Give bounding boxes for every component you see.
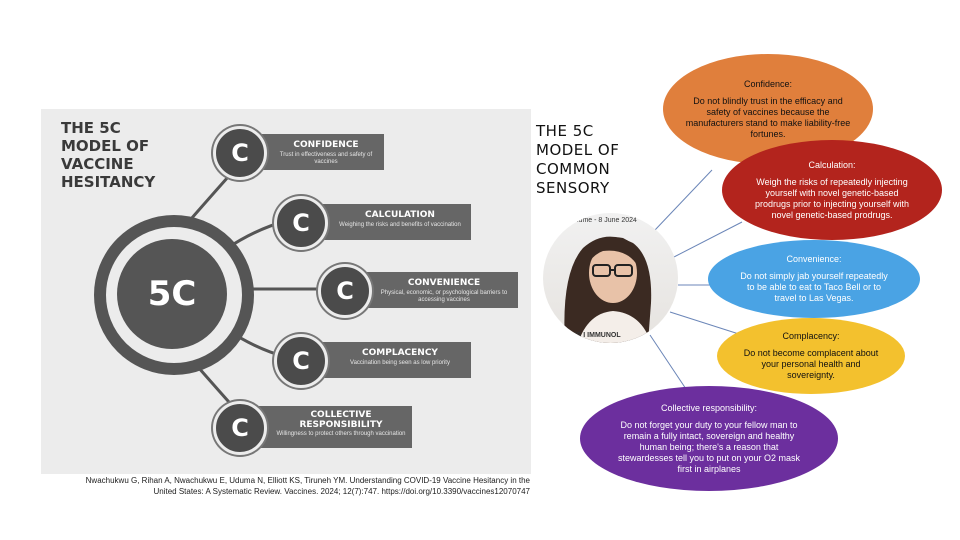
c-badge-icon: C: [213, 126, 267, 180]
person-illustration: [564, 236, 652, 343]
ellipse-title: Confidence:: [743, 78, 793, 89]
ellipse-text: Do not simply jab yourself repeatedly to…: [740, 271, 888, 303]
ellipse-text: Do not become complacent about your pers…: [743, 348, 879, 380]
ellipse-calculation: Calculation: Weigh the risks of repeated…: [722, 140, 942, 240]
center-label: 5C: [147, 274, 197, 314]
c-badge-icon: C: [274, 196, 328, 250]
item-description: Vaccination being seen as low priority: [350, 360, 450, 366]
item-description: Willingness to protect others through va…: [276, 431, 406, 437]
ellipse-title: Collective responsibility:: [660, 402, 758, 413]
item-title: CONFIDENCE: [293, 140, 359, 150]
ellipse-collective-responsibility: Collective responsibility: Do not forget…: [580, 386, 838, 491]
photo-caption-top: lume - 8 June 2024: [577, 217, 637, 224]
infographic-title: THE 5C MODEL OF VACCINE HESITANCY: [61, 119, 156, 191]
ellipse-text: Do not blindly trust in the efficacy and…: [685, 95, 851, 139]
center-circle: 5C: [117, 239, 227, 349]
item-description: Physical, economic, or psychological bar…: [380, 290, 508, 303]
item-description: Trust in effectiveness and safety of vac…: [279, 152, 373, 165]
c-badge-icon: C: [213, 401, 267, 455]
ellipse-text: Weigh the risks of repeatedly injecting …: [754, 176, 910, 220]
vaccine-hesitancy-infographic: THE 5C MODEL OF VACCINE HESITANCY 5C CON…: [41, 109, 531, 474]
ellipse-title: Calculation:: [808, 159, 856, 170]
item-title: CALCULATION: [365, 210, 435, 220]
speaker-photo: lume - 8 June 2024 'S I IMMUNOL: [543, 213, 678, 343]
ellipse-title: Complacency:: [782, 331, 840, 341]
c-badge-icon: C: [318, 264, 372, 318]
c-badge-icon: C: [274, 334, 328, 388]
item-title: COLLECTIVE RESPONSIBILITY: [299, 410, 383, 430]
ellipse-title: Convenience:: [786, 254, 842, 264]
ellipse-complacency: Complacency: Do not become complacent ab…: [717, 318, 905, 394]
citation: Nwachukwu G, Rihan A, Nwachukwu E, Uduma…: [85, 476, 530, 496]
common-sensory-title: THE 5C MODEL OF COMMON SENSORY: [536, 122, 620, 197]
item-title: CONVENIENCE: [407, 278, 481, 288]
item-title: COMPLACENCY: [362, 348, 438, 358]
item-description: Weighing the risks and benefits of vacci…: [339, 222, 461, 228]
ellipse-text: Do not forget your duty to your fellow m…: [617, 419, 801, 474]
ellipse-convenience: Convenience: Do not simply jab yourself …: [708, 240, 920, 318]
photo-caption-bottom: 'S I IMMUNOL: [575, 332, 621, 339]
